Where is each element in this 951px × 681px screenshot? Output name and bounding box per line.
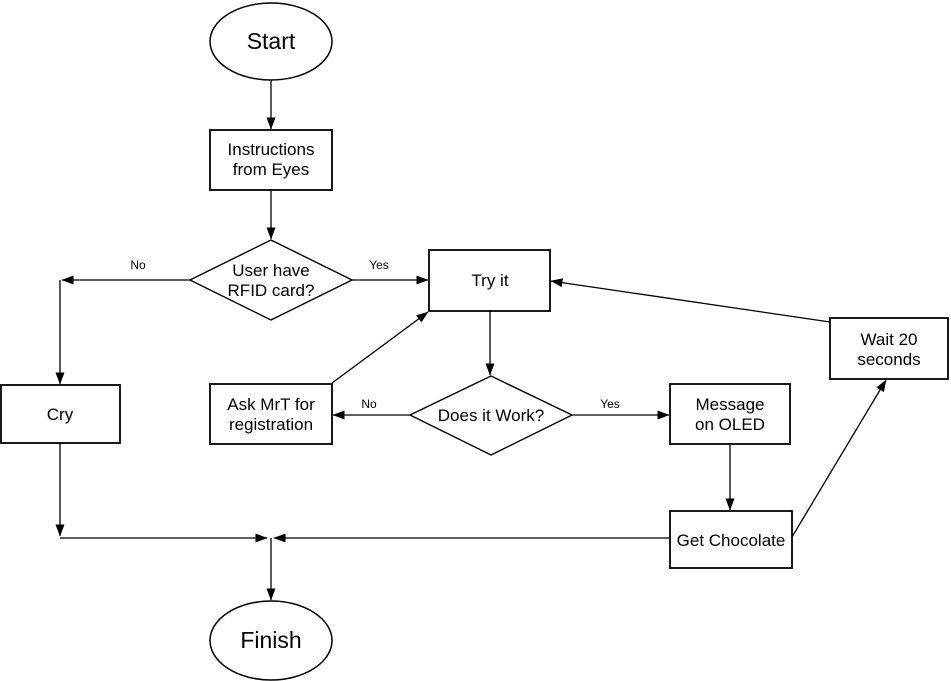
chocolate-process-shape (669, 510, 793, 569)
node-cry: Cry (0, 384, 121, 444)
message-label-line1: Message (696, 395, 765, 414)
wait-label-line2: seconds (857, 350, 920, 369)
message-process-shape (669, 383, 791, 445)
node-tryit: Try it (428, 249, 551, 312)
askmrt-label-line1: Ask MrT for (227, 395, 315, 414)
edge-label-rfid-yes: Yes (369, 258, 389, 272)
askmrt-label-line2: registration (229, 415, 313, 434)
rfid-label-line2: RFID card? (228, 281, 315, 300)
doeswork-label: Does it Work? (438, 406, 544, 425)
rfid-label-line1: User have (232, 261, 309, 280)
cry-process-shape (0, 384, 121, 444)
node-start: Start (209, 2, 333, 81)
cry-label: Cry (47, 405, 74, 424)
tryit-process-shape (428, 249, 551, 312)
node-rfid-decision: User have RFID card? (188, 239, 354, 321)
edges-layer (55, 80, 887, 601)
edge-chocolate-to-wait (791, 379, 887, 538)
finish-label: Finish (240, 627, 301, 653)
chocolate-label: Get Chocolate (677, 531, 786, 550)
node-chocolate: Get Chocolate (669, 510, 793, 569)
node-instructions: Instructions from Eyes (209, 129, 333, 191)
edge-askmrt-to-tryit (331, 311, 429, 384)
instructions-process-shape (209, 129, 333, 191)
tryit-label: Try it (471, 271, 508, 290)
rfid-decision-shape (188, 239, 354, 321)
wait-label-line1: Wait 20 (860, 330, 917, 349)
doeswork-decision-shape (408, 375, 574, 456)
edge-label-doeswork-yes: Yes (600, 397, 620, 411)
instructions-label-line1: Instructions (228, 140, 315, 159)
instructions-label-line2: from Eyes (233, 160, 310, 179)
node-doeswork-decision: Does it Work? (408, 375, 574, 456)
finish-terminator-shape (209, 600, 333, 681)
wait-process-shape (829, 317, 949, 380)
node-wait: Wait 20 seconds (829, 317, 949, 380)
edge-label-doeswork-no: No (361, 397, 377, 411)
start-terminator-shape (209, 2, 333, 81)
edge-label-rfid-no: No (130, 258, 146, 272)
edge-wait-to-tryit (550, 278, 831, 323)
node-askmrt: Ask MrT for registration (209, 383, 333, 445)
askmrt-process-shape (209, 383, 333, 445)
start-label: Start (247, 28, 296, 54)
edge-labels-layer: No Yes No Yes (130, 258, 619, 411)
message-label-line2: on OLED (695, 415, 765, 434)
node-finish: Finish (209, 600, 333, 681)
node-message: Message on OLED (669, 383, 791, 445)
